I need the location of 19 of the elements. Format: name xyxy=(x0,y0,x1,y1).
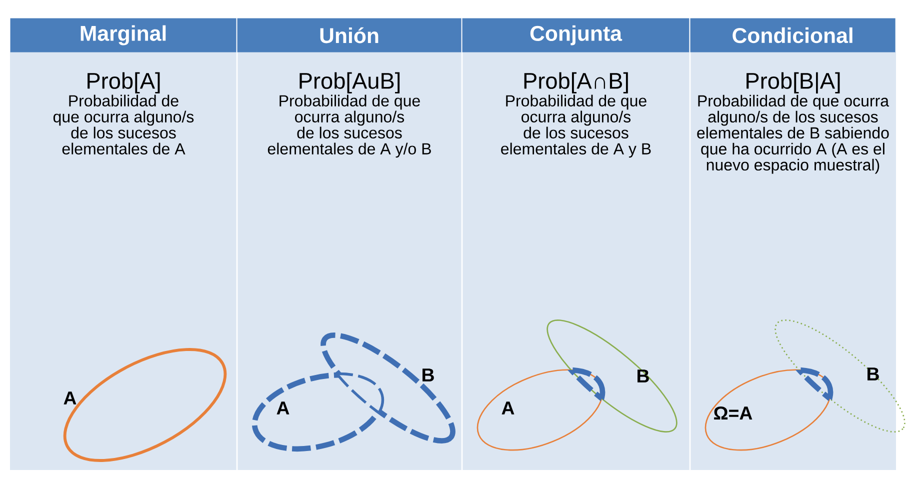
header-cell: Marginal xyxy=(10,18,236,52)
set-label: A xyxy=(502,402,514,414)
cell-text: Prob[A] Probabilidad de que ocurra alguno/s de los sucesos elementales de A xyxy=(53,72,194,154)
set-label: B xyxy=(638,370,649,382)
node-label: Unión xyxy=(320,27,378,44)
set-label: Ω=A xyxy=(714,406,752,420)
cell-text: Prob[AuB] Probabilidad de que ocurra alguno/s de los sucesos elementales de A y/o B xyxy=(268,72,431,158)
set-label: A xyxy=(276,402,290,414)
node-label: Conjunta xyxy=(530,25,622,46)
header-cell: Unión xyxy=(237,18,462,52)
set-label: B xyxy=(868,368,879,380)
cell-text: Prob[A∩B] Probabilidad de que ocurra alguno/s de los sucesos elementales de A y B xyxy=(501,72,651,158)
header-cell: Conjunta xyxy=(462,18,690,52)
node-label: Marginal xyxy=(80,25,166,46)
set-label: A xyxy=(64,392,76,404)
node-label: Condicional xyxy=(732,27,852,44)
cell-text: Prob[B|A] Probabilidad de que ocurra alguno/s de los sucesos elementales de B sabiendo que ha ocurrido A (A es el nuevo espacio muestral) xyxy=(697,72,889,174)
set-label: B xyxy=(422,368,434,382)
header-cell: Condicional xyxy=(690,18,896,52)
